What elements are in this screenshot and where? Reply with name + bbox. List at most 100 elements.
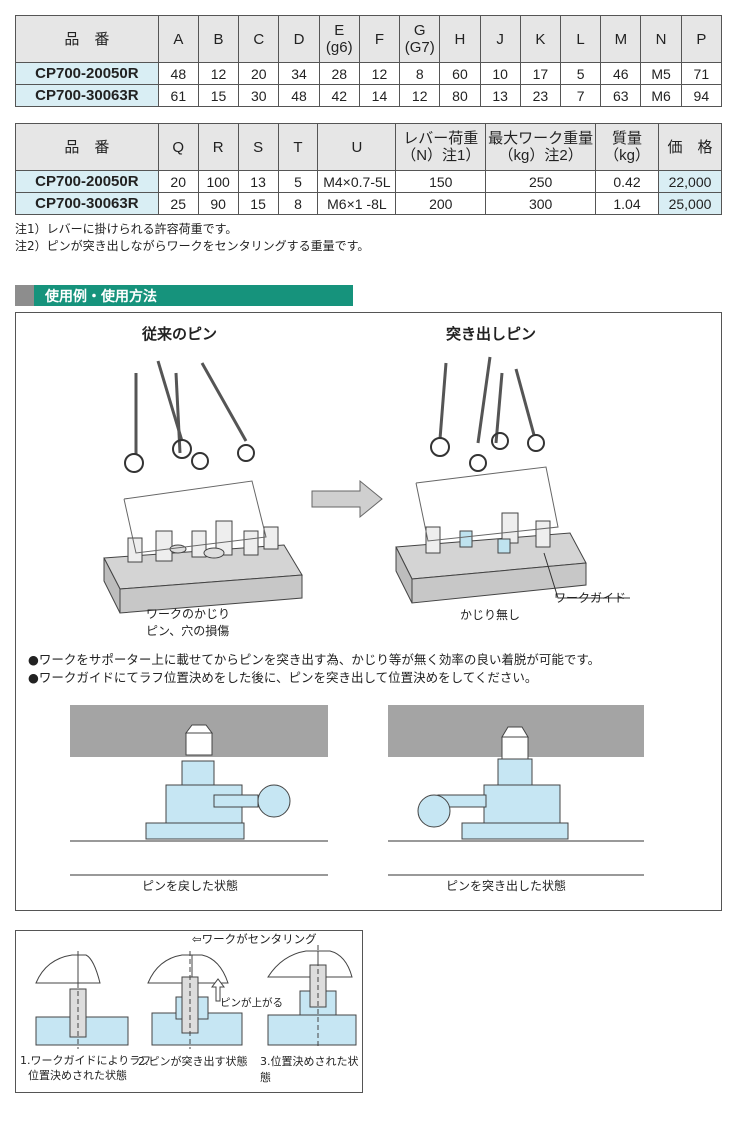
pin-up-label: ピンが上がる (220, 997, 283, 1009)
table-cell: 150 (395, 170, 487, 193)
table-cell: 28 (318, 62, 360, 85)
column-header: K (519, 15, 562, 63)
extended-state-label: ピンを突き出した状態 (446, 879, 567, 893)
table-cell: M4×0.7-5L (317, 170, 397, 193)
extended-pin-drawing (388, 705, 644, 876)
header-text: レバー荷重 (403, 130, 479, 147)
table-cell: 12 (197, 62, 240, 85)
header-text: B (213, 30, 224, 48)
step3-drawing (267, 945, 357, 1049)
column-header: E(g6) (318, 15, 360, 63)
table-cell: 8 (277, 192, 319, 215)
usage-panel: 従来のピン 突き出しピン (15, 312, 722, 911)
header-text: L (576, 30, 585, 48)
step2-caption: 2.ピンが突き出す状態 (138, 1055, 248, 1068)
header-text: H (454, 30, 466, 48)
table-cell: 94 (680, 84, 723, 107)
part-number-cell: CP700-20050R (15, 62, 159, 85)
work-guide-callout: ワークガイド (554, 591, 627, 605)
table-cell: 90 (197, 192, 239, 215)
header-text: 質量 (612, 130, 643, 147)
table-cell: 15 (197, 84, 240, 107)
caption-line: ピン、穴の損傷 (146, 624, 230, 638)
header-text: F (374, 30, 385, 48)
header-text: M (614, 30, 628, 48)
conventional-pin-heading: 従来のピン (142, 325, 218, 343)
caption-line: 位置決めされた状態 (28, 1069, 127, 1082)
header-text: K (535, 30, 546, 48)
part-number-cell: CP700-30063R (15, 84, 159, 107)
step3-caption: 3.位置決めされた状態 (260, 1055, 359, 1084)
header-text: P (696, 30, 707, 48)
section-header: 使用例・使用方法 (15, 285, 353, 306)
column-header: 価 格 (657, 123, 723, 171)
column-header: H (439, 15, 481, 63)
centering-steps-panel: ⇦ワークがセンタリング ピンが上がる 1.ワークガイドによりラフ 位置決めされた… (15, 930, 363, 1093)
header-text: G (413, 22, 426, 39)
column-header: P (680, 15, 723, 63)
push-pin-illustration (395, 356, 630, 604)
up-arrow-icon (211, 978, 225, 1002)
table-cell: 20 (157, 170, 199, 193)
header-text: 価 格 (667, 138, 713, 156)
table-cell: 8 (399, 62, 441, 85)
section-title: 使用例・使用方法 (45, 289, 157, 305)
note-1: 注1）レバーに掛けられる許容荷重です。 (15, 222, 238, 236)
column-header: 品 番 (15, 15, 159, 63)
table-cell: 7 (559, 84, 602, 107)
table-cell: M5 (640, 62, 682, 85)
table-cell: 13 (237, 170, 279, 193)
header-text: S (253, 138, 264, 156)
column-header: A (157, 15, 199, 63)
header-text: （kg） (604, 147, 650, 164)
header-text: (g6) (325, 39, 353, 56)
push-pin-heading: 突き出しピン (446, 325, 537, 343)
table-cell: 71 (680, 62, 723, 85)
table-cell: M6×1 -8L (317, 192, 397, 215)
conventional-pin-caption: ワークのかじり ピン、穴の損傷 (146, 606, 230, 640)
header-text: Q (172, 138, 185, 156)
step1-drawing (35, 951, 129, 1049)
column-header: J (479, 15, 521, 63)
column-header: G(G7) (399, 15, 441, 63)
column-header: T (277, 123, 319, 171)
caption-line: ワークのかじり (146, 607, 231, 621)
header-text: 最大ワーク重量 (488, 130, 594, 147)
table-cell: 13 (479, 84, 521, 107)
note-2: 注2）ピンが突き出しながらワークをセンタリングする重量です。 (15, 239, 370, 253)
conventional-pin-illustration (103, 360, 303, 614)
table-cell: 5 (559, 62, 602, 85)
table-cell: 23 (519, 84, 562, 107)
table-cell: 42 (318, 84, 360, 107)
table-cell: M6 (640, 84, 682, 107)
column-header: B (197, 15, 240, 63)
column-header: レバー荷重（N）注1） (395, 123, 487, 171)
table-cell: 1.04 (595, 192, 659, 215)
header-text: (G7) (404, 39, 435, 56)
table-cell: 14 (358, 84, 401, 107)
header-text: A (173, 30, 184, 48)
part-number-cell: CP700-20050R (15, 170, 159, 193)
table-cell: 80 (439, 84, 481, 107)
usage-illustration (70, 356, 644, 876)
step1-caption: 1.ワークガイドによりラフ 位置決めされた状態 (20, 1053, 151, 1083)
header-text: C (253, 30, 265, 48)
table-cell: 48 (157, 62, 199, 85)
retracted-pin-drawing (70, 705, 328, 876)
column-header: N (640, 15, 682, 63)
column-header: U (317, 123, 397, 171)
column-header: 品 番 (15, 123, 159, 171)
table-cell: 10 (479, 62, 521, 85)
table-cell: 12 (358, 62, 401, 85)
table-cell: 34 (278, 62, 320, 85)
table-cell: 30 (238, 84, 280, 107)
header-text: E (334, 22, 345, 39)
header-text: 品 番 (64, 30, 110, 48)
table-cell: 15 (237, 192, 279, 215)
